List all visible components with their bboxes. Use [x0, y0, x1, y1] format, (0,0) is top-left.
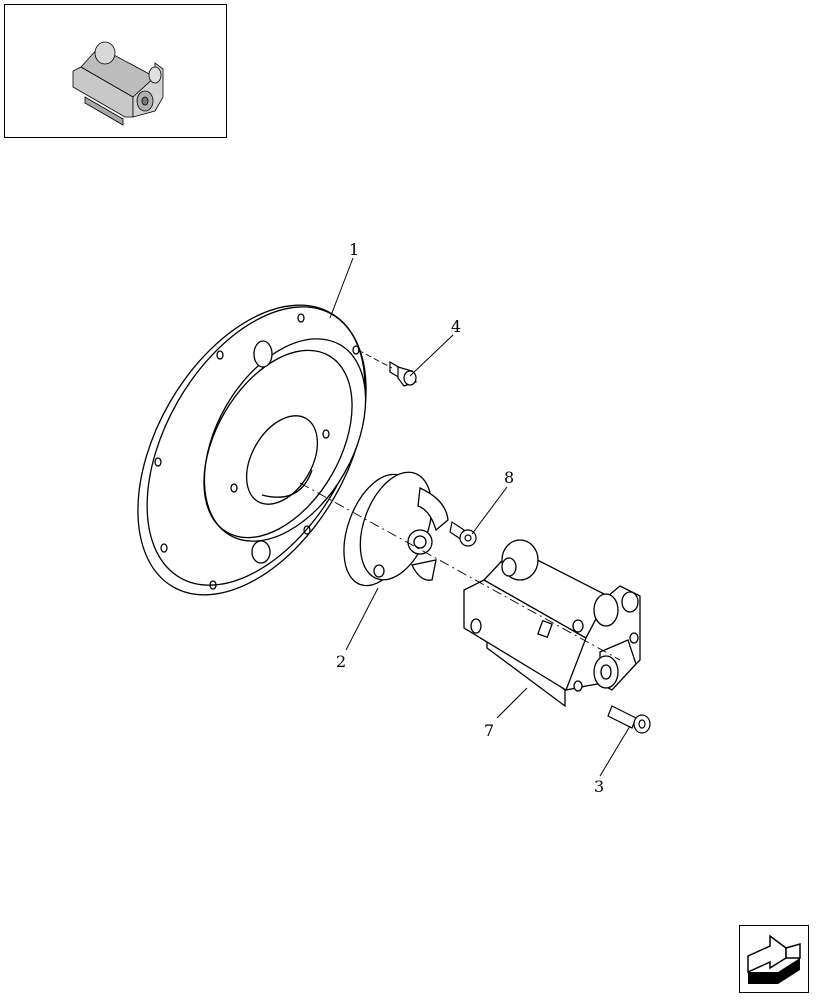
coupling-part-2	[343, 471, 449, 587]
bolt-part-8	[449, 521, 477, 547]
next-page-arrow-icon	[747, 934, 801, 984]
bolt-centerline-4	[357, 349, 393, 369]
callout-1: 1	[349, 240, 359, 259]
callout-3: 3	[594, 777, 604, 796]
callout-8: 8	[504, 468, 514, 487]
callout-4: 4	[451, 317, 461, 336]
next-page-button[interactable]	[739, 925, 809, 993]
flange-plate-part-1	[137, 304, 367, 596]
pump-assembly-thumbnail	[72, 41, 164, 126]
callout-2: 2	[336, 652, 346, 671]
callout-7: 7	[484, 721, 494, 740]
assembly-thumbnail-frame	[4, 4, 227, 138]
bolt-part-4	[389, 360, 417, 387]
assembly-centerline	[299, 482, 621, 661]
bolt-part-3	[607, 705, 651, 734]
leader-lines	[329, 257, 631, 777]
pump-part-7	[463, 539, 641, 708]
